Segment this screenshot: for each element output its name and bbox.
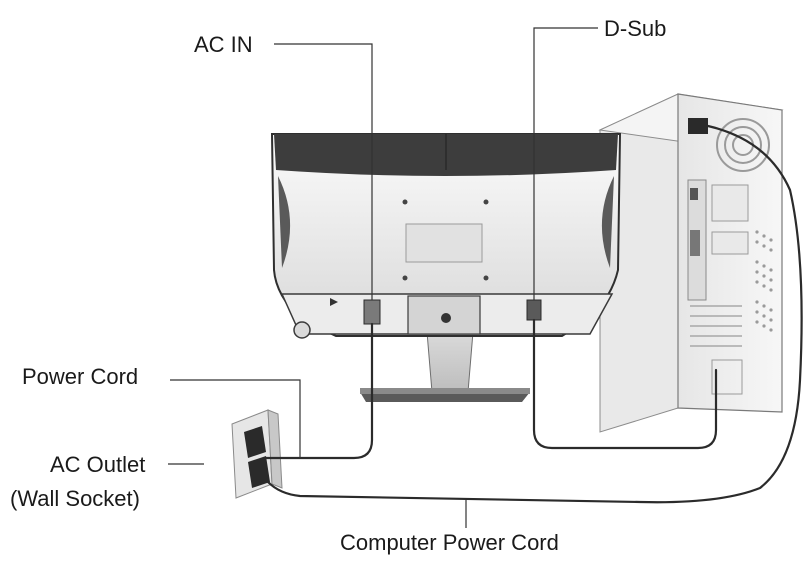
- monitor-rear-icon: [270, 133, 622, 402]
- d-sub-label: D-Sub: [604, 16, 667, 41]
- ac-in-label: AC IN: [194, 32, 253, 57]
- power-cord-leader: [170, 379, 301, 458]
- wall-outlet-icon: [231, 409, 283, 499]
- wall-socket-label: (Wall Socket): [10, 486, 140, 511]
- computer-power-cord-cable: [266, 124, 803, 504]
- power-cord-cable: [264, 322, 374, 460]
- d-sub-cable: [532, 318, 718, 450]
- d-sub-leader: [533, 27, 598, 300]
- ac-outlet-label: AC Outlet: [50, 452, 146, 477]
- computer-power-cord-label: Computer Power Cord: [340, 530, 559, 555]
- power-plug-icon: [244, 426, 270, 488]
- ac-in-leader: [274, 43, 373, 300]
- computer-tower-icon: [598, 93, 784, 433]
- power-cord-label: Power Cord: [22, 364, 139, 389]
